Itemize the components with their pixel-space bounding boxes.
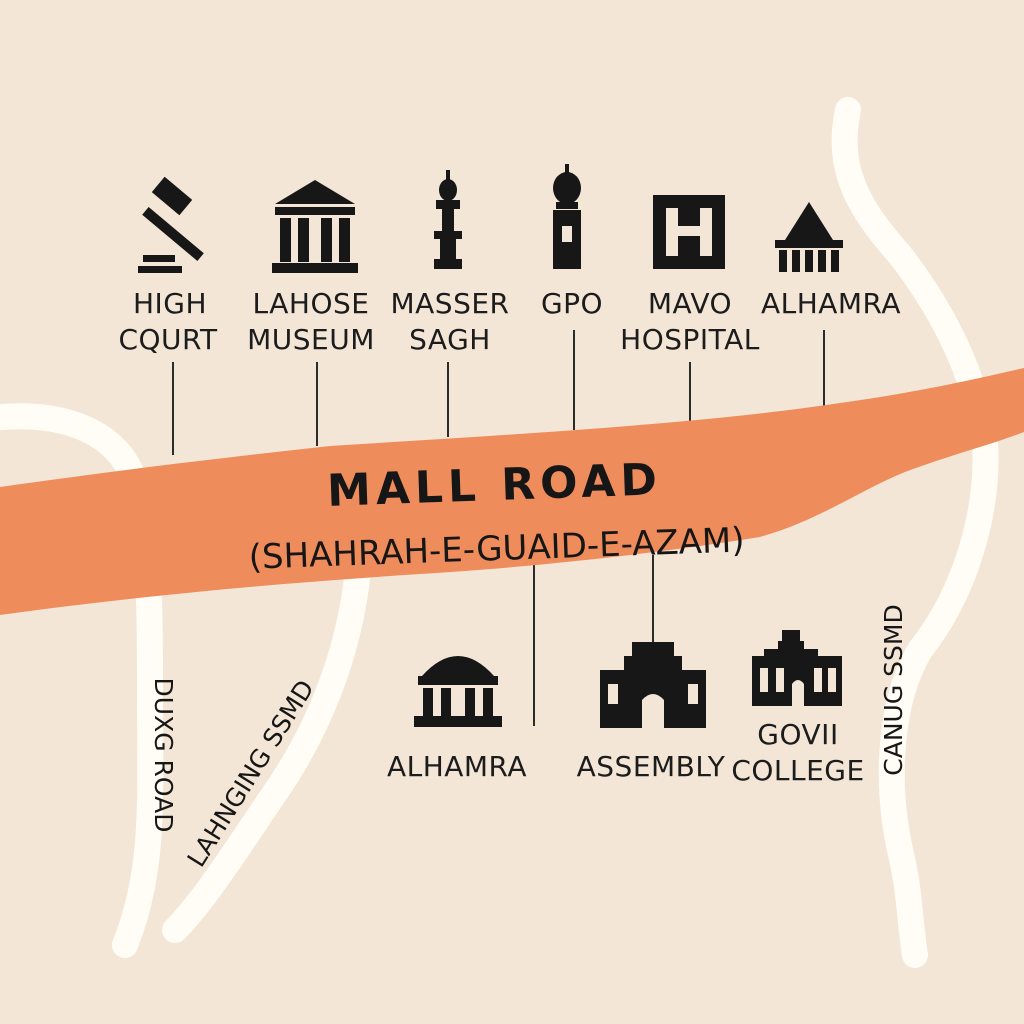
landmark-label-line: GOVII: [757, 718, 838, 751]
museum-icon: [272, 180, 358, 273]
main-road-mall-road: [0, 368, 1024, 615]
college-building-icon: [752, 630, 842, 706]
landmark-label-line: SAGH: [409, 323, 491, 356]
landmark-gpo[interactable]: GPO: [541, 164, 603, 320]
landmark-masser-sagh[interactable]: MASSER SAGH: [390, 170, 509, 356]
landmark-high-court[interactable]: HIGH CQURT: [118, 176, 218, 356]
landmark-alhamra-north[interactable]: ALHAMRA: [761, 202, 901, 320]
landmark-label-line: MUSEUM: [247, 323, 375, 356]
domed-hall-icon: [414, 656, 502, 727]
landmark-label-line: COLLEGE: [731, 754, 864, 787]
landmark-lahose-museum[interactable]: LAHOSE MUSEUM: [247, 180, 375, 356]
side-road-east-curve: [831, 97, 999, 968]
pavilion-icon: [775, 202, 843, 272]
hospital-icon: [653, 195, 725, 269]
landmark-label-line: GPO: [541, 287, 603, 320]
landmark-label-line: LAHOSE: [253, 287, 370, 320]
gavel-icon: [138, 176, 204, 273]
landmark-label-line: HIGH: [133, 287, 207, 320]
side-road-label-duxg: DUXG ROAD: [149, 678, 178, 833]
landmark-assembly[interactable]: ASSEMBLY: [577, 642, 726, 783]
landmark-mavo-hospital[interactable]: MAVO HOSPITAL: [620, 195, 760, 356]
landmark-alhamra-south[interactable]: ALHAMRA: [387, 656, 527, 783]
leader-lines: [172, 330, 825, 726]
landmark-label-line: ALHAMRA: [761, 287, 901, 320]
minaret-icon: [434, 170, 462, 269]
landmark-label-line: ASSEMBLY: [577, 750, 726, 783]
assembly-building-icon: [600, 642, 706, 728]
landmark-label-line: CQURT: [118, 323, 218, 356]
tower-icon: [553, 164, 581, 269]
landmark-label-line: ALHAMRA: [387, 750, 527, 783]
side-road-lahnging: [162, 557, 371, 943]
main-road-name: MALL ROAD: [326, 454, 662, 517]
side-road-label-canug: CANUG SSMD: [879, 604, 908, 775]
landmark-label-line: MASSER: [390, 287, 509, 320]
landmark-label-line: HOSPITAL: [620, 323, 760, 356]
landmark-label-line: MAVO: [648, 287, 732, 320]
landmark-govii-college[interactable]: GOVII COLLEGE: [731, 630, 864, 787]
